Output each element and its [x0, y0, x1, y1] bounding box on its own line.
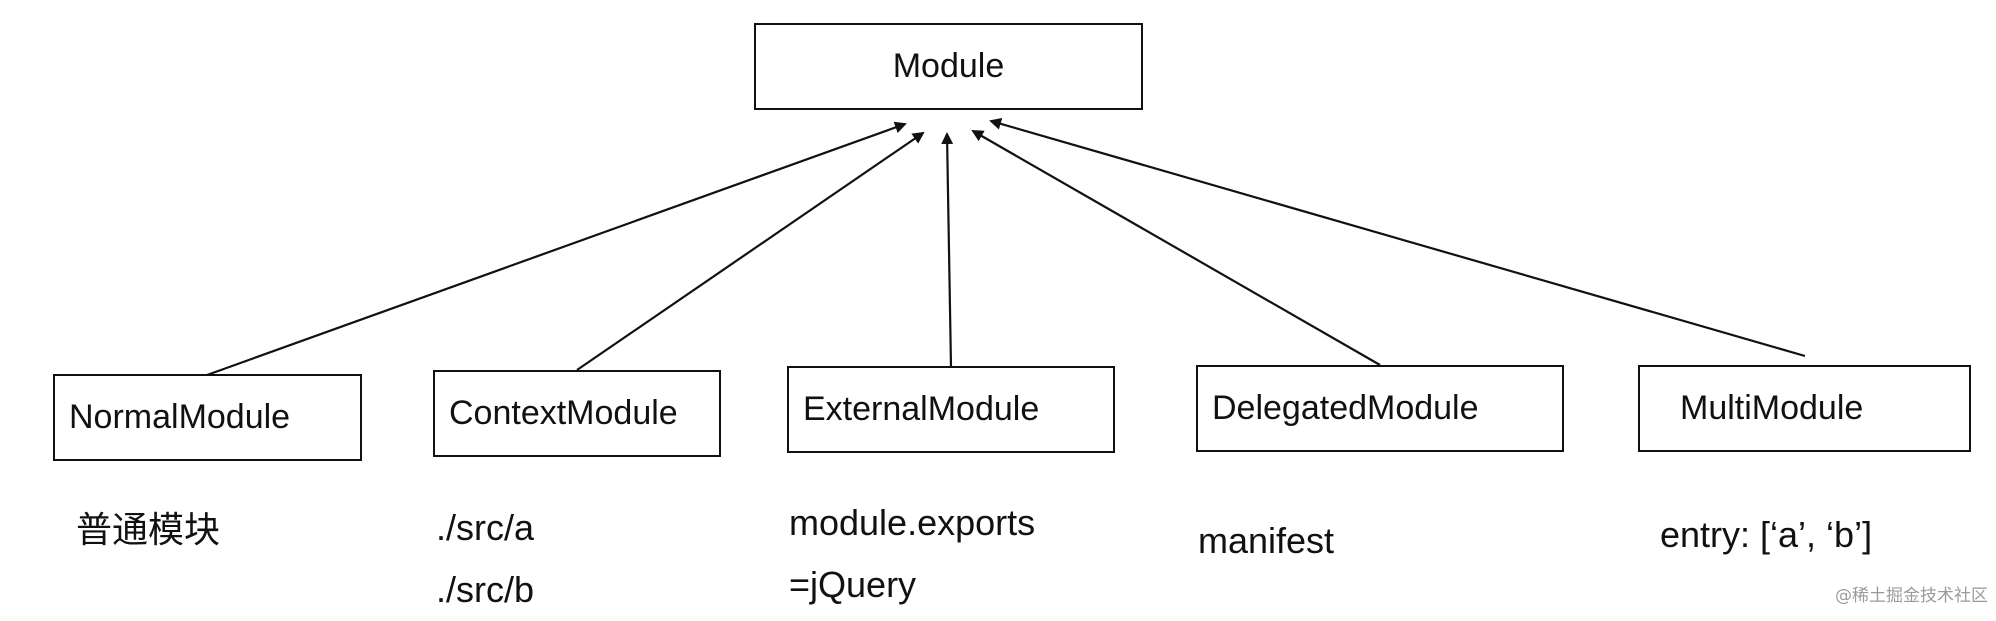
- module-root-box: Module: [754, 23, 1143, 110]
- context-module-label: ContextModule: [449, 394, 678, 432]
- arrow-context-to-module: [576, 131, 925, 371]
- context-module-box: ContextModule: [433, 370, 721, 457]
- normal-module-label: NormalModule: [69, 398, 291, 436]
- watermark-text: @稀土掘金技术社区: [1835, 586, 1988, 606]
- arrow-delegated-to-module: [971, 130, 1381, 366]
- multi-module-note-line: entry: [‘a’, ‘b’]: [1660, 514, 1873, 555]
- delegated-module-box: DelegatedModule: [1196, 365, 1564, 452]
- normal-module-note-line: 普通模块: [76, 509, 221, 550]
- delegated-module-note: manifest: [1198, 510, 1334, 572]
- normal-module-box: NormalModule: [53, 374, 362, 461]
- normal-module-note: 普通模块: [76, 499, 220, 561]
- multi-module-box: MultiModule: [1638, 365, 1971, 452]
- context-module-note: ./src/a ./src/b: [436, 497, 534, 621]
- module-root-label: Module: [892, 47, 1005, 85]
- arrow-normal-to-module: [206, 121, 907, 377]
- context-module-note-line: ./src/a: [436, 507, 535, 548]
- external-module-note-line: =jQuery: [789, 564, 917, 605]
- external-module-box: ExternalModule: [787, 366, 1115, 453]
- arrow-multi-to-module: [989, 118, 1806, 358]
- multi-module-label: MultiModule: [1680, 389, 1864, 427]
- external-module-note-line: module.exports: [789, 502, 1036, 543]
- delegated-module-note-line: manifest: [1198, 520, 1335, 561]
- external-module-note: module.exports =jQuery: [789, 492, 1035, 616]
- external-module-label: ExternalModule: [803, 390, 1040, 428]
- delegated-module-label: DelegatedModule: [1212, 389, 1479, 427]
- context-module-note-line: ./src/b: [436, 569, 535, 610]
- multi-module-note: entry: [‘a’, ‘b’]: [1660, 504, 1872, 566]
- arrow-external-to-module: [941, 132, 954, 368]
